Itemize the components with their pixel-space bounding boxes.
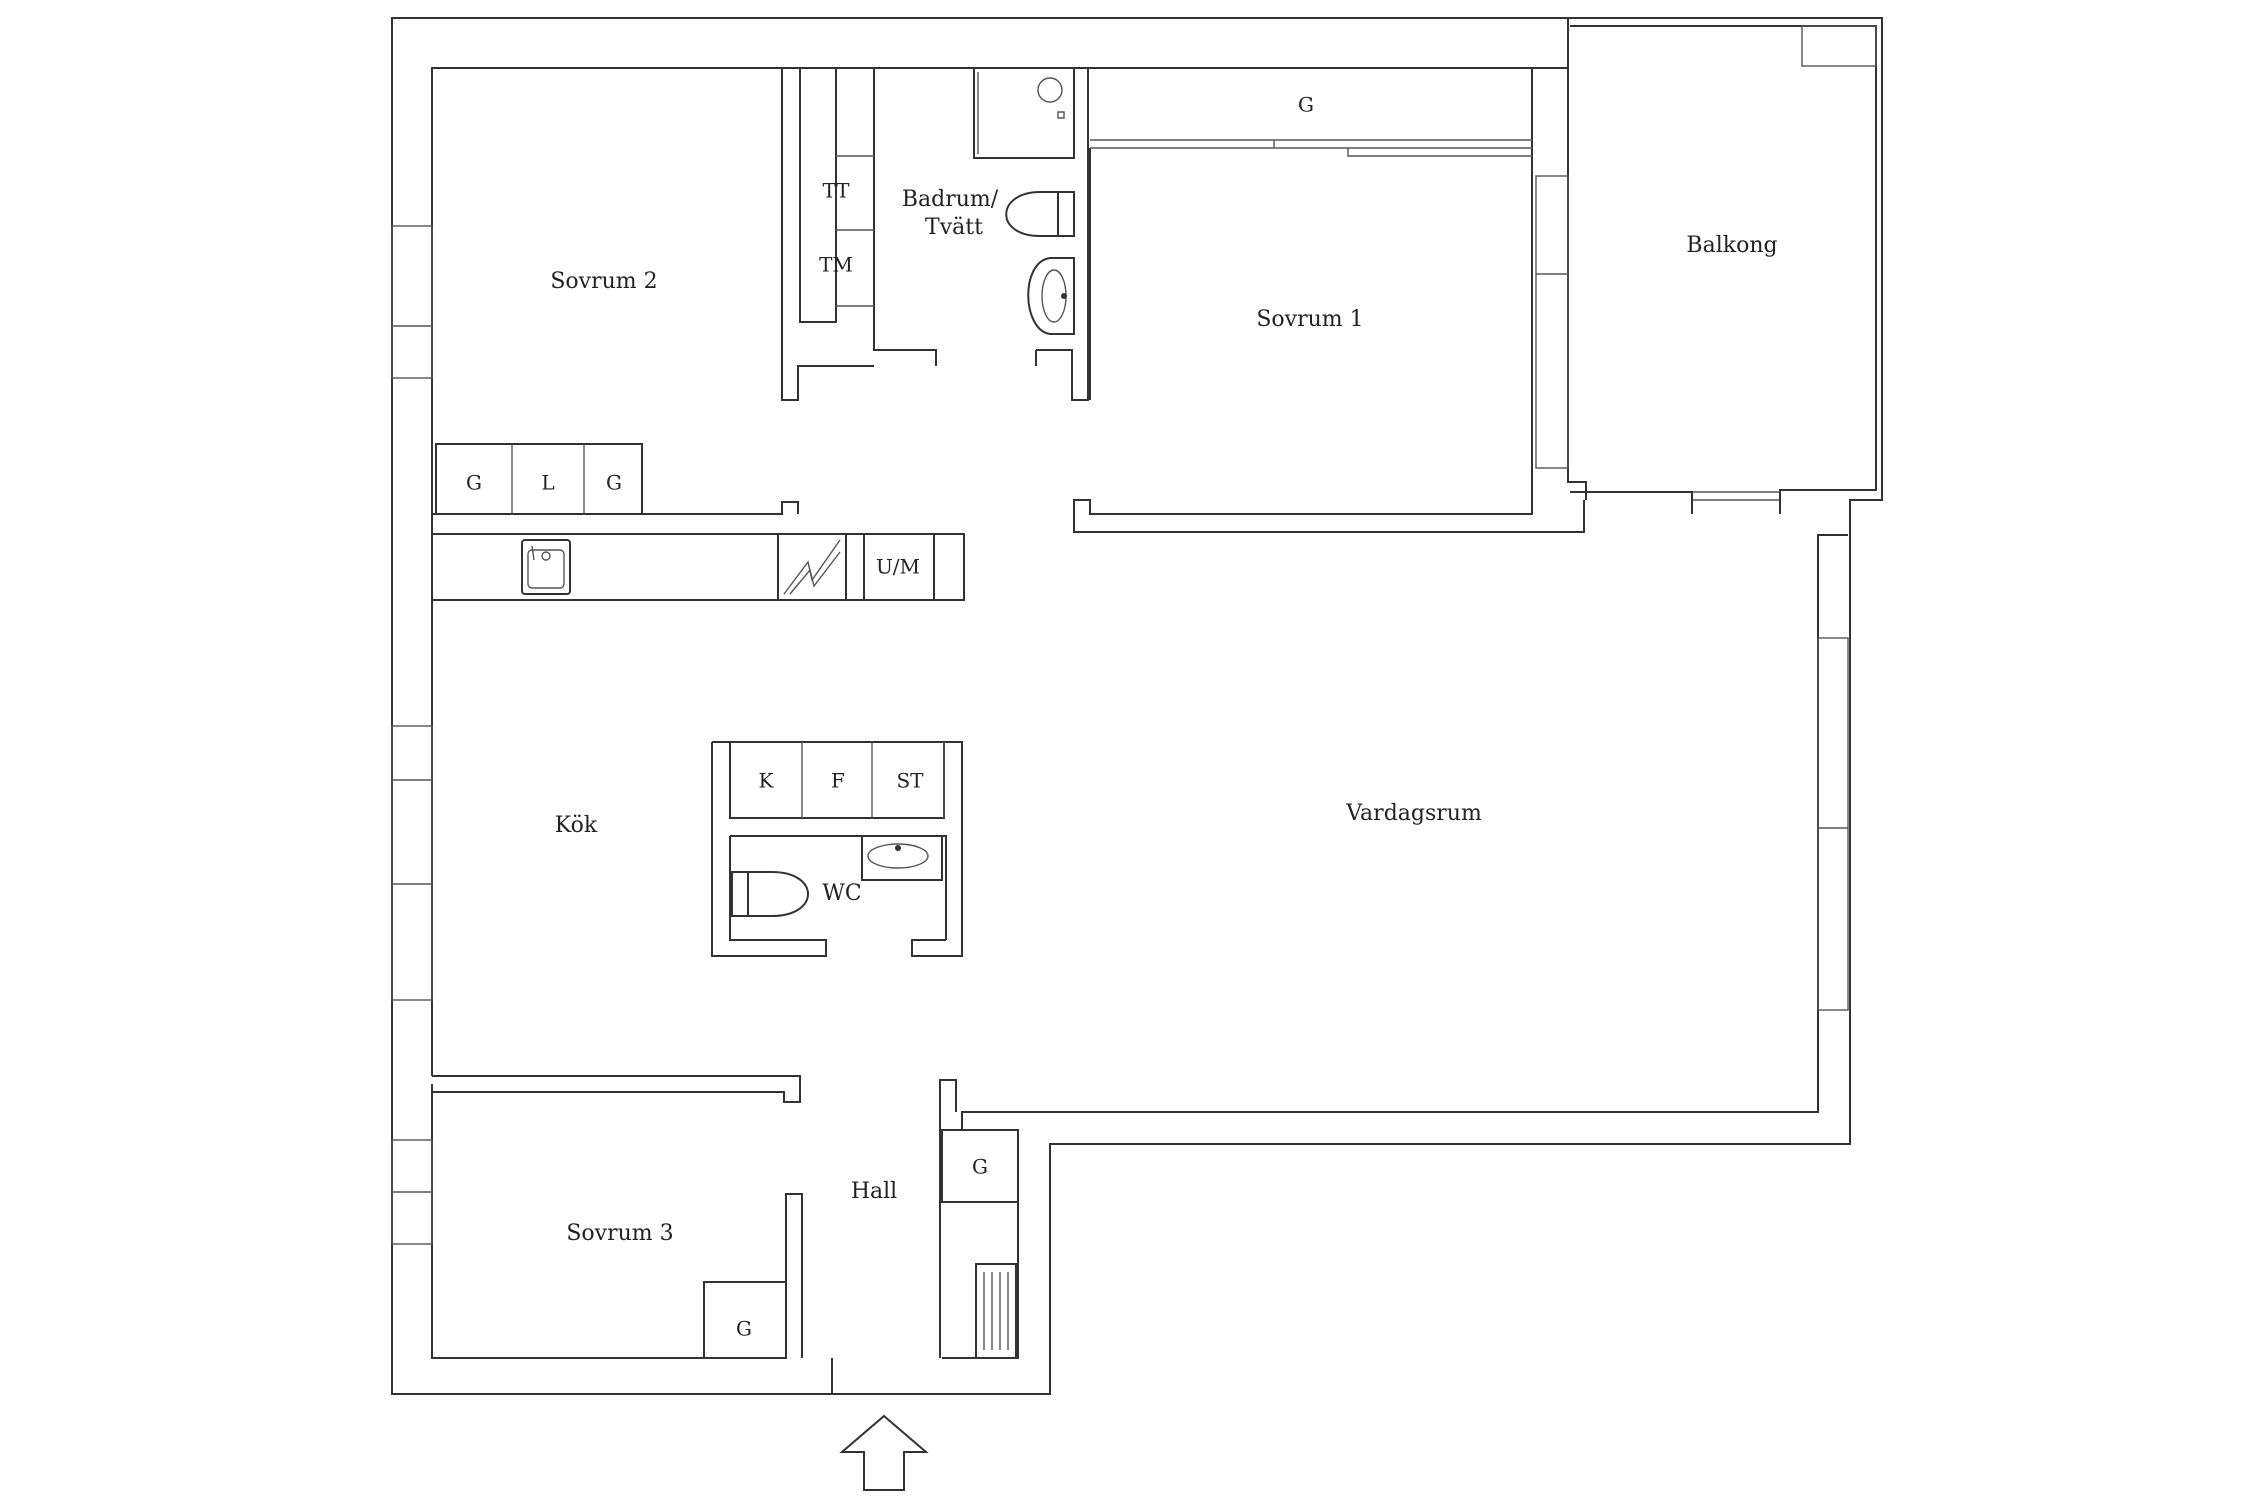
entrance-arrow-icon: [839, 1414, 929, 1491]
kitchen-fixtures: [435, 443, 935, 601]
room-label-balkong: Balkong: [1686, 233, 1777, 258]
fixture-label-closet-st: ST: [896, 769, 924, 793]
fixture-label-wardrobe-2: G: [606, 471, 622, 495]
fixture-label-closet-f: F: [831, 769, 845, 793]
wc-fixtures: [731, 835, 943, 917]
fixture-labels: TT TM G G L G U/M K F ST G G: [466, 93, 1314, 1341]
hall-fixtures: [703, 1263, 1017, 1359]
room-label-sovrum2: Sovrum 2: [550, 269, 657, 294]
room-label-kok: Kök: [555, 813, 598, 838]
wash-basin-icon: [861, 835, 943, 881]
room-label-wc: WC: [822, 881, 861, 906]
outer-walls: [391, 17, 1883, 1395]
fixture-label-wardrobe-sovrum1: G: [1298, 93, 1314, 117]
toilet-icon: [731, 871, 809, 917]
fixture-label-wardrobe-hall: G: [972, 1155, 988, 1179]
kitchen-sink-icon: [521, 539, 571, 595]
room-label-vardagsrum: Vardagsrum: [1345, 801, 1482, 826]
fixture-label-wardrobe-1: G: [466, 471, 482, 495]
interior-walls: [432, 67, 1585, 1358]
fixture-label-fridge-freezer: U/M: [876, 555, 920, 579]
room-label-tvatt: Tvätt: [925, 215, 983, 240]
wc-block: [711, 741, 963, 957]
room-label-hall: Hall: [851, 1179, 897, 1204]
fixture-label-wardrobe-sovrum3: G: [736, 1317, 752, 1341]
windows: [391, 175, 1849, 1245]
fixture-label-tt: TT: [822, 179, 850, 203]
stove-icon: [777, 533, 847, 601]
toilet-icon: [1005, 191, 1075, 237]
bathroom-fixtures: [799, 67, 1075, 335]
room-labels: Sovrum 2 Badrum/ Tvätt Sovrum 1 Balkong …: [550, 187, 1777, 1246]
room-label-sovrum1: Sovrum 1: [1256, 307, 1363, 332]
fixture-label-linen: L: [541, 471, 554, 495]
fixture-label-closet-k: K: [759, 769, 775, 793]
wash-basin-icon: [1027, 257, 1075, 335]
shower-icon: [973, 67, 1075, 159]
radiator-icon: [975, 1263, 1017, 1359]
balcony: [1570, 25, 1877, 514]
fixture-label-tm: TM: [819, 253, 853, 277]
room-label-badrum: Badrum/: [902, 187, 999, 212]
room-label-sovrum3: Sovrum 3: [566, 1221, 673, 1246]
